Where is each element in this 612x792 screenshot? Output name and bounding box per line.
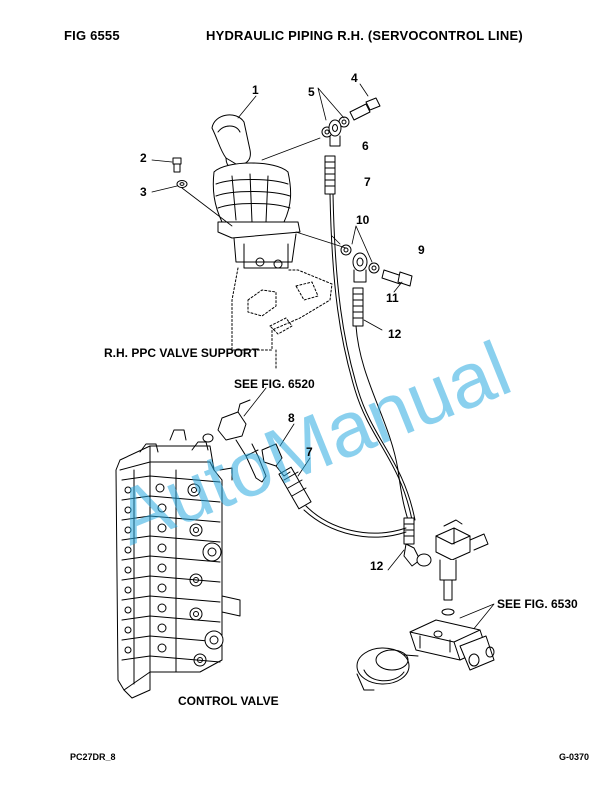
callout-11: 11 [386, 291, 399, 305]
callout-8: 8 [288, 411, 295, 425]
callout-7-lower: 7 [306, 445, 313, 459]
hose-12-lower[interactable] [403, 517, 432, 567]
control-valve-stack [115, 429, 241, 699]
leader-lines [151, 83, 373, 263]
label-see-fig-6530: SEE FIG. 6530 [497, 597, 578, 611]
washer-3[interactable] [176, 180, 188, 188]
callout-10: 10 [356, 213, 370, 227]
callout-6: 6 [362, 139, 369, 153]
joystick-boot [212, 162, 301, 269]
bolt-9[interactable] [381, 269, 413, 287]
callout-5: 5 [308, 85, 315, 99]
leader-lines-lower [243, 281, 495, 637]
hose-7-lower[interactable] [278, 466, 407, 538]
hose-12-upper[interactable] [352, 287, 409, 521]
callout-4: 4 [351, 71, 358, 85]
callout-9: 9 [418, 243, 425, 257]
elbow-fitting-8[interactable] [261, 443, 291, 477]
figure-number: FIG 6555 [64, 28, 120, 43]
callout-7-upper: 7 [364, 175, 371, 189]
label-control-valve: CONTROL VALVE [178, 694, 279, 708]
bolt-4[interactable] [349, 97, 381, 121]
callout-2: 2 [140, 151, 147, 165]
bolt-2[interactable] [172, 157, 182, 173]
pressure-valve-block [356, 519, 495, 691]
footer-page-code: G-0370 [559, 752, 590, 762]
callout-12-upper: 12 [388, 327, 402, 341]
washers-10[interactable] [340, 244, 380, 274]
footer-model-code: PC27DR_8 [70, 752, 116, 762]
callout-3: 3 [140, 185, 147, 199]
label-ppc-valve-support: R.H. PPC VALVE SUPPORT [104, 346, 260, 360]
ppc-solenoid-fitting [202, 399, 267, 483]
callout-1: 1 [252, 83, 259, 97]
callout-12-lower: 12 [370, 559, 384, 573]
banjo-fitting-11[interactable] [352, 252, 368, 283]
joystick-lever[interactable] [211, 114, 251, 171]
ppc-valve-support [231, 267, 333, 371]
banjo-fitting-6[interactable] [328, 119, 342, 147]
label-see-fig-6520: SEE FIG. 6520 [234, 377, 315, 391]
figure-title: HYDRAULIC PIPING R.H. (SERVOCONTROL LINE… [206, 28, 523, 43]
